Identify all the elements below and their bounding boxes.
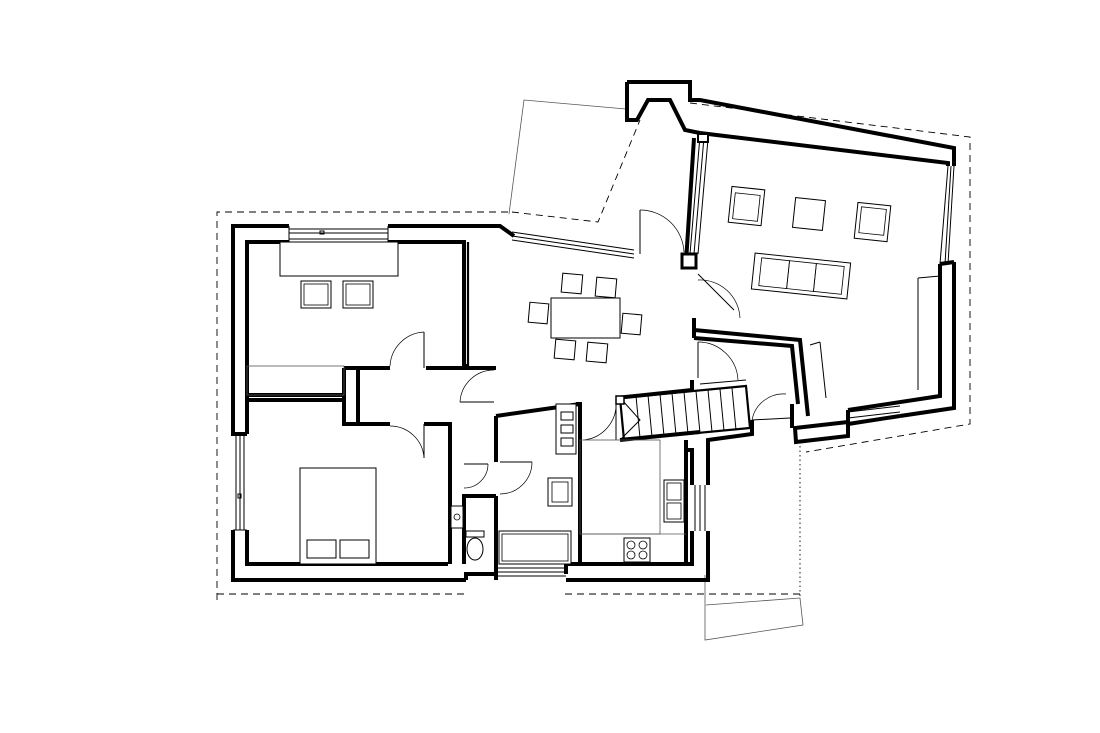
north-terrace: [508, 99, 627, 215]
chair-4: [620, 312, 643, 336]
door-bedroom: [389, 331, 425, 368]
door-kitchen: [583, 401, 617, 441]
chair-6: [585, 341, 609, 364]
pillow-right: [339, 539, 370, 559]
dining-furniture: [527, 272, 643, 364]
wc-sink: [450, 505, 464, 529]
door-bathroom: [499, 461, 533, 495]
window-living-east: [939, 165, 955, 265]
chair-3: [527, 301, 550, 325]
window-bath-south: [496, 567, 566, 577]
chair-5: [553, 338, 577, 361]
window-kitchen-east: [694, 485, 706, 531]
master-bedroom-furniture: [299, 467, 377, 565]
bathtub: [498, 530, 572, 565]
window-bedroom-west: [233, 433, 247, 531]
living-furniture: [727, 185, 892, 300]
windows: [233, 133, 955, 577]
window-terrace-east: [809, 275, 941, 399]
doors: [389, 209, 791, 495]
door-entrance: [751, 393, 791, 421]
pillow-left: [306, 539, 337, 559]
window-living-west: [689, 133, 709, 255]
dining-table: [550, 297, 621, 339]
kitchen-counter: [579, 439, 661, 535]
kitchen-fixtures: [579, 439, 686, 563]
bedroom-furniture: [246, 241, 399, 396]
wardrobe: [279, 241, 399, 277]
armchair-right: [342, 280, 374, 309]
chair-2: [594, 276, 618, 299]
toilet-bowl: [466, 537, 484, 561]
side-table: [791, 196, 827, 232]
bedroom-shelf: [246, 365, 345, 396]
chair-1: [560, 272, 584, 295]
window-bedroom-north: [288, 226, 389, 242]
bathroom-fixtures: [498, 403, 577, 565]
window-living-south: [847, 405, 901, 419]
window-dining-north: [511, 231, 635, 259]
sofa: [750, 252, 852, 300]
door-master-bedroom: [389, 424, 425, 459]
roof-outline: [216, 102, 971, 600]
toilet-tank: [465, 530, 485, 538]
stairs: [615, 379, 752, 442]
south-terrace: [704, 575, 804, 641]
door-wc: [463, 463, 489, 489]
cooktop: [623, 537, 651, 563]
door-living-dining: [697, 273, 741, 319]
stair-treads: [635, 387, 737, 439]
armchair-1: [727, 185, 766, 227]
kitchen-sink: [663, 479, 685, 523]
armchair-left: [300, 280, 332, 309]
armchair-2: [853, 201, 892, 243]
door-terrace-north: [639, 209, 685, 254]
wc-fixtures: [450, 505, 485, 561]
door-dining-hall: [459, 369, 495, 403]
door-stair-living: [697, 341, 739, 381]
